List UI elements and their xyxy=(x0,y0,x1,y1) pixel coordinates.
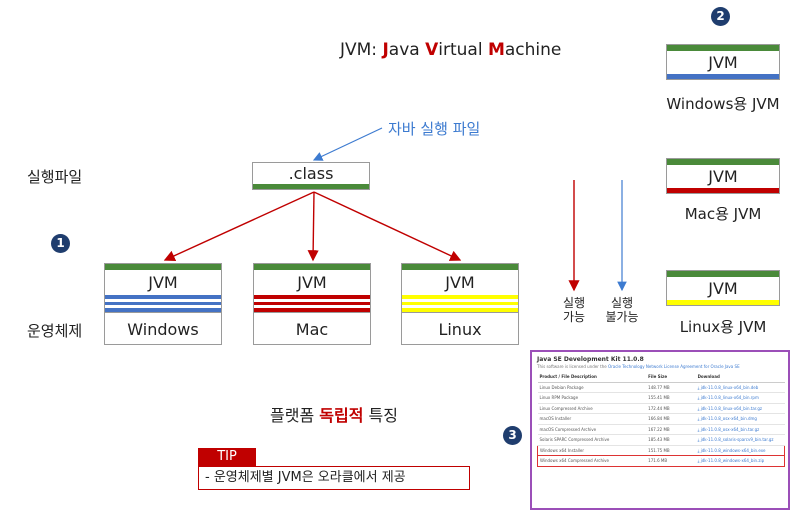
license-link[interactable]: Oracle Technology Network License Agreem… xyxy=(607,364,740,369)
os-band-windows xyxy=(105,295,221,312)
download-title: Java SE Development Kit 11.0.8 xyxy=(537,356,644,363)
arrow-to-linux xyxy=(313,191,462,261)
os-label-linux: Linux xyxy=(402,312,518,345)
download-icon: ⤓ xyxy=(697,384,701,390)
table-row: macOS Installer 166.84 MB ⤓ jdk-11.0.8_o… xyxy=(537,413,785,425)
os-bar-windows xyxy=(667,74,779,79)
table-row: macOS Compressed Archive 167.22 MB ⤓ jdk… xyxy=(537,424,785,435)
page-title: JVM: Java Virtual Machine xyxy=(340,40,562,60)
os-label-mac: Mac xyxy=(254,312,370,345)
download-table: Product / File Description File Size Dow… xyxy=(537,372,785,467)
download-link[interactable]: ⤓ jdk-11.0.8_linux-x64_bin.deb xyxy=(695,382,785,393)
badge-3: 3 xyxy=(503,426,522,445)
header-download: Download xyxy=(695,372,785,383)
jvm-top-bar xyxy=(667,45,779,51)
caption-linux-jvm: Linux용 JVM xyxy=(679,318,767,336)
label-runnable-line1: 실행 xyxy=(562,296,586,310)
row-label-os: 운영체제 xyxy=(27,322,83,340)
table-row-highlighted: Windows x64 Installer 151.75 MB ⤓ jdk-11… xyxy=(537,444,785,456)
os-band-linux xyxy=(402,295,518,312)
platform-independence-title: 플랫폼 독립적 특징 xyxy=(270,406,398,425)
class-file-bar xyxy=(253,184,369,189)
os-label-windows: Windows xyxy=(105,312,221,345)
jvm-label: JVM xyxy=(708,167,738,186)
os-stack-linux: JVM Linux xyxy=(401,263,519,345)
jvm-top-bar xyxy=(667,159,779,165)
caption-windows-jvm: Windows용 JVM xyxy=(666,95,780,113)
jvm-label: JVM xyxy=(445,273,475,292)
jvm-top-bar xyxy=(402,264,518,270)
download-icon: ⤓ xyxy=(697,405,701,411)
os-stack-windows: JVM Windows xyxy=(104,263,222,345)
table-row: Solaris SPARC Compressed Archive 185.43 … xyxy=(537,434,785,446)
download-icon: ⤓ xyxy=(697,447,701,453)
download-link[interactable]: ⤓ jdk-11.0.8_windows-x64_bin.exe xyxy=(695,444,785,456)
jdk-download-screenshot: Java SE Development Kit 11.0.8 This soft… xyxy=(530,350,790,510)
header-size: File Size xyxy=(646,372,696,383)
mini-jvm-windows: JVM xyxy=(666,44,780,80)
download-icon: ⤓ xyxy=(697,426,701,432)
download-link[interactable]: ⤓ jdk-11.0.8_osx-x64_bin.dmg xyxy=(695,413,785,425)
label-not-runnable-line2: 불가능 xyxy=(605,310,639,324)
jvm-top-bar xyxy=(105,264,221,270)
badge-1: 1 xyxy=(51,234,70,253)
executable-callout: 자바 실행 파일 xyxy=(388,120,481,138)
caption-mac-jvm: Mac용 JVM xyxy=(684,205,762,223)
jvm-label: JVM xyxy=(297,273,327,292)
label-runnable: 실행 가능 xyxy=(549,296,599,324)
download-link[interactable]: ⤓ jdk-11.0.8_osx-x64_bin.tar.gz xyxy=(695,424,785,435)
download-link[interactable]: ⤓ jdk-11.0.8_linux-x64_bin.tar.gz xyxy=(695,403,785,414)
tip-header: TIP xyxy=(198,448,256,466)
label-runnable-line2: 가능 xyxy=(562,310,586,324)
table-row-highlighted: Windows x64 Compressed Archive 171.6 MB … xyxy=(537,455,785,467)
arrow-to-mac xyxy=(307,191,319,262)
header-description: Product / File Description xyxy=(537,372,647,383)
table-row: Linux Compressed Archive 172.44 MB ⤓ jdk… xyxy=(537,403,785,414)
jvm-label: JVM xyxy=(708,279,738,298)
os-bar-linux xyxy=(667,300,779,305)
download-subtitle: This software is licensed under the Orac… xyxy=(537,364,740,369)
download-icon: ⤓ xyxy=(697,458,701,464)
os-band-mac xyxy=(254,295,370,312)
row-label-executable: 실행파일 xyxy=(27,168,83,186)
jvm-label: JVM xyxy=(148,273,178,292)
os-bar-mac xyxy=(667,188,779,193)
mini-jvm-linux: JVM xyxy=(666,270,780,306)
label-not-runnable: 실행 불가능 xyxy=(597,296,647,324)
class-file-box: .class xyxy=(252,162,370,190)
download-icon: ⤓ xyxy=(697,437,701,443)
tip-body: - 운영체제별 JVM은 오라클에서 제공 xyxy=(198,466,470,490)
download-link[interactable]: ⤓ jdk-11.0.8_linux-x64_bin.rpm xyxy=(695,392,785,404)
label-not-runnable-line1: 실행 xyxy=(610,296,634,310)
download-icon: ⤓ xyxy=(697,416,701,422)
download-link[interactable]: ⤓ jdk-11.0.8_solaris-sparcv9_bin.tar.gz xyxy=(695,434,785,446)
arrow-to-windows xyxy=(163,191,315,262)
jvm-top-bar xyxy=(254,264,370,270)
os-stack-mac: JVM Mac xyxy=(253,263,371,345)
table-row: Linux RPM Package 155.41 MB ⤓ jdk-11.0.8… xyxy=(537,392,785,404)
jvm-label: JVM xyxy=(708,53,738,72)
jvm-top-bar xyxy=(667,271,779,277)
download-link[interactable]: ⤓ jdk-11.0.8_windows-x64_bin.zip xyxy=(695,455,785,467)
callout-arrow xyxy=(312,127,383,161)
download-icon: ⤓ xyxy=(697,395,701,401)
class-file-label: .class xyxy=(288,164,334,183)
table-row: Linux Debian Package 148.77 MB ⤓ jdk-11.… xyxy=(537,382,785,393)
badge-2: 2 xyxy=(711,7,730,26)
mini-jvm-mac: JVM xyxy=(666,158,780,194)
